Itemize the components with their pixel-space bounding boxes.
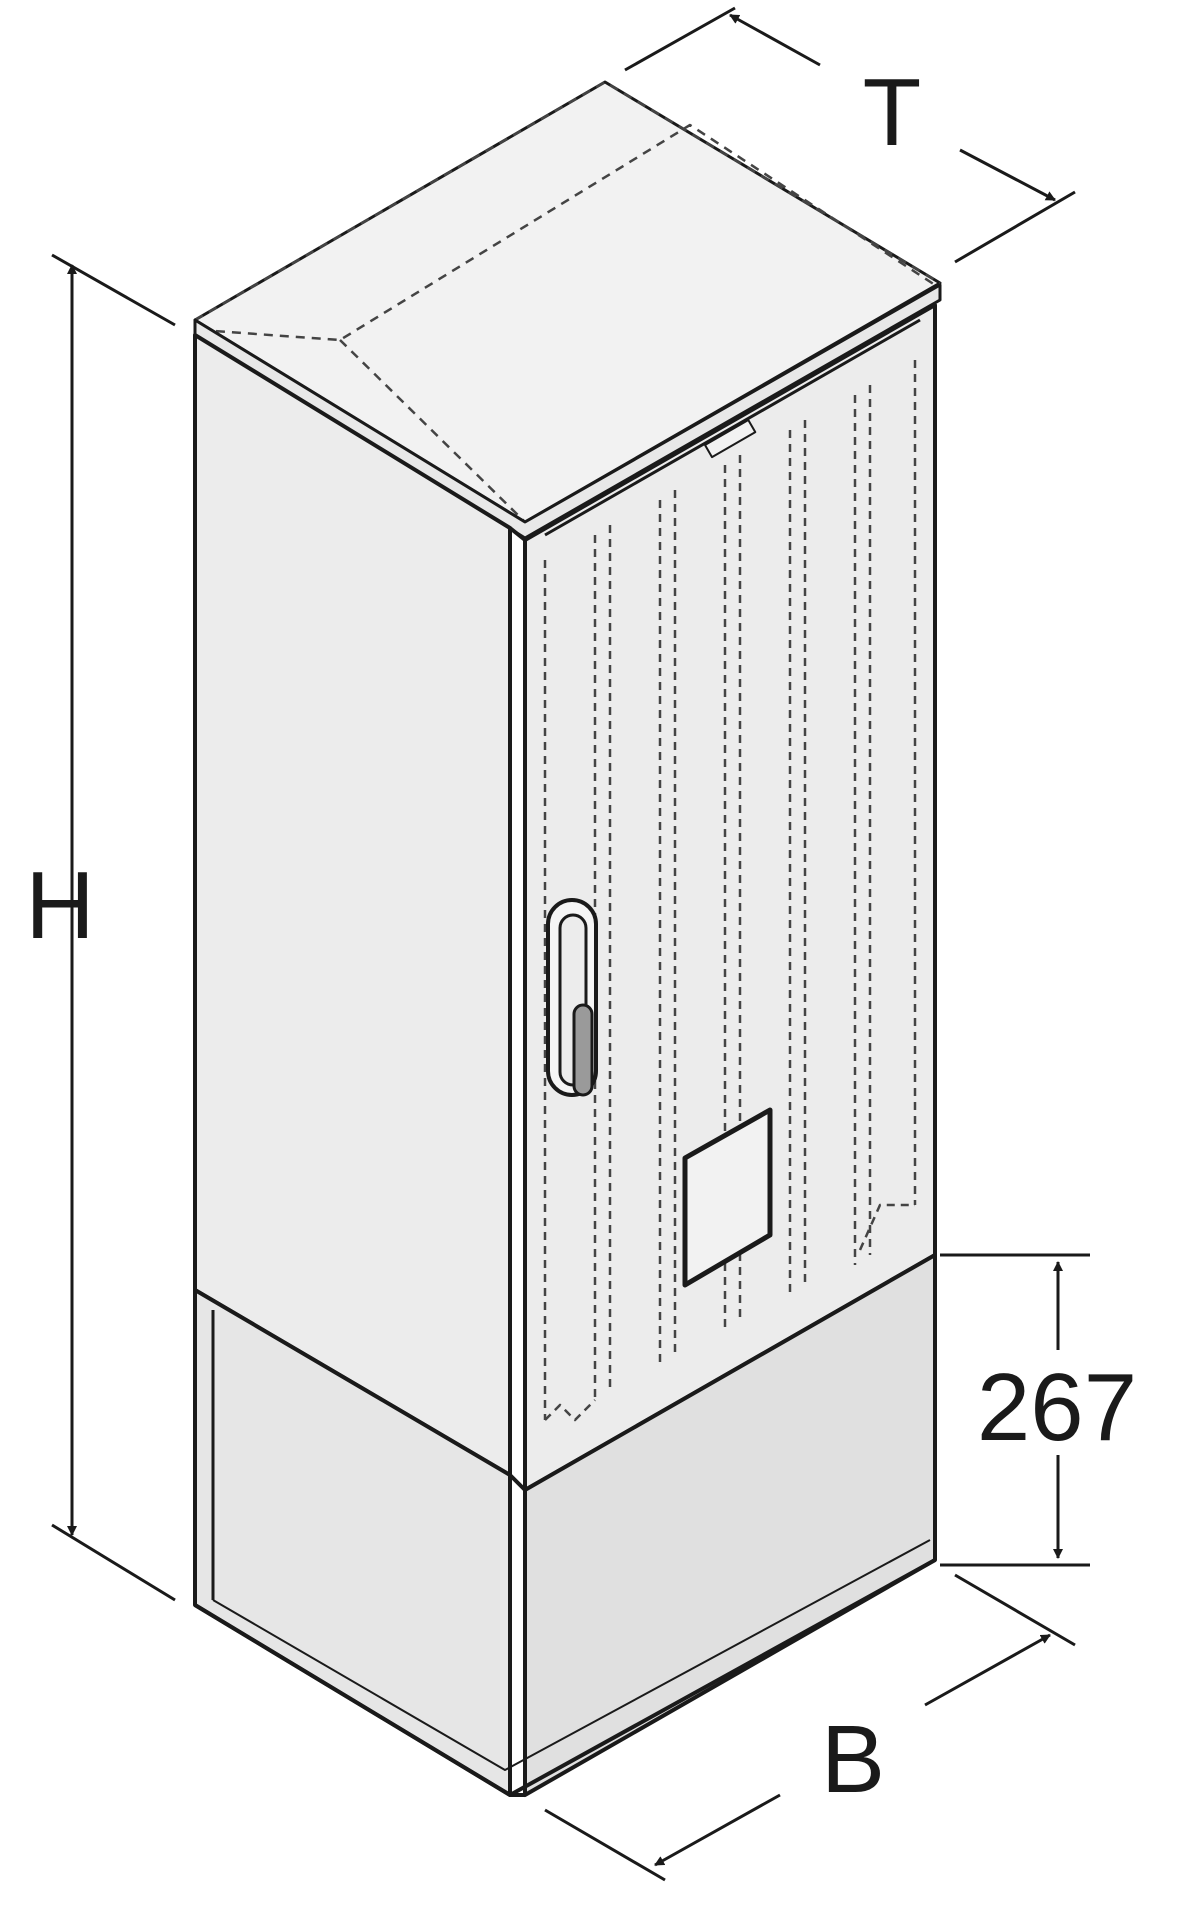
- door-top-latch: [704, 419, 757, 459]
- height-extension-top: [51, 253, 176, 327]
- depth-extension-back: [624, 6, 736, 72]
- width-dimension-line-b: [654, 1793, 781, 1867]
- roof-dashed-lines: [194, 80, 941, 523]
- depth-dimension-line-b: [959, 148, 1056, 202]
- width-extension-left: [544, 1808, 666, 1882]
- side-panel: [193, 333, 512, 1477]
- door-handle: [546, 898, 598, 1097]
- door-dashed-rails: [543, 360, 917, 1422]
- height-label: H: [25, 852, 94, 959]
- depth-extension-front: [954, 190, 1076, 264]
- width-dimension-line-a: [924, 1633, 1051, 1707]
- door-window: [682, 1107, 773, 1288]
- depth-dimension-line-a: [729, 13, 821, 67]
- width-extension-right: [954, 1573, 1076, 1647]
- width-label: B: [821, 1706, 885, 1813]
- dimension-lines: [51, 6, 1090, 1882]
- door-top-seal: [544, 318, 921, 537]
- cabinet: [193, 80, 942, 1797]
- height-extension-bottom: [51, 1523, 176, 1602]
- depth-label: T: [863, 59, 922, 166]
- plinth-height-label: 267: [977, 1354, 1137, 1461]
